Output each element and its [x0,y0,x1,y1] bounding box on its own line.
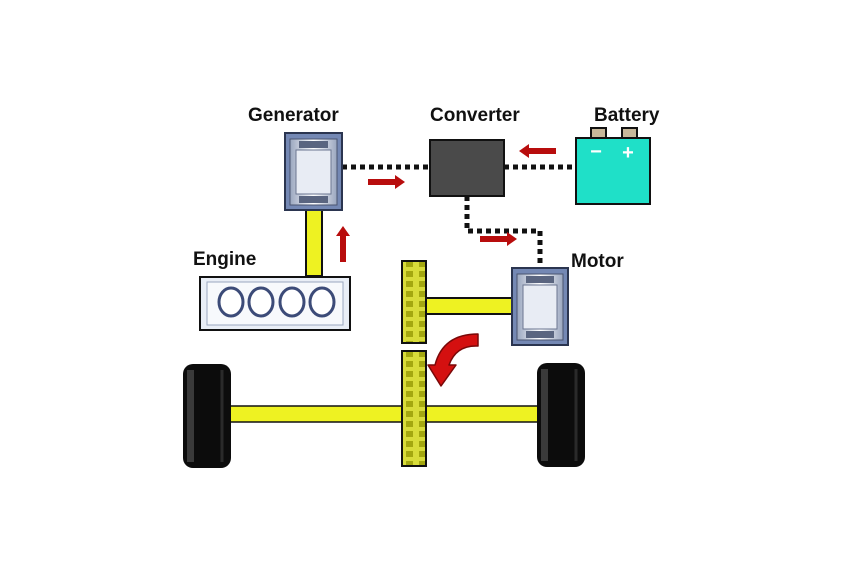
engine-cylinder [308,286,336,318]
generator-shaft [305,207,323,277]
arrow-right-icon [480,232,517,246]
arrow-left-icon [519,144,556,158]
engine [199,276,351,331]
motor-gear [401,260,427,344]
engine-cylinder [217,286,245,318]
converter-label: Converter [430,105,520,126]
arrow-up-icon [336,226,350,262]
generator-label: Generator [248,105,339,126]
final-drive-gear [401,350,427,467]
battery-positive-terminal: + [622,142,634,164]
axle-shaft [229,405,543,423]
generator [284,132,343,211]
wiring [342,164,576,270]
battery: − + [575,127,651,205]
rotation-arrow-icon [427,333,479,387]
engine-cylinder [278,286,306,318]
left-wheel [183,364,231,468]
wire-converter-motor [464,196,543,270]
motor-label: Motor [571,251,624,272]
engine-cylinder [247,286,275,318]
arrow-right-icon [368,175,405,189]
battery-negative-terminal: − [590,141,602,163]
motor [511,267,569,346]
flow-arrows [336,144,556,262]
battery-label: Battery [594,105,660,126]
motor-shaft [424,297,515,315]
engine-label: Engine [193,249,256,270]
converter-box [429,139,505,197]
right-wheel [537,363,585,467]
